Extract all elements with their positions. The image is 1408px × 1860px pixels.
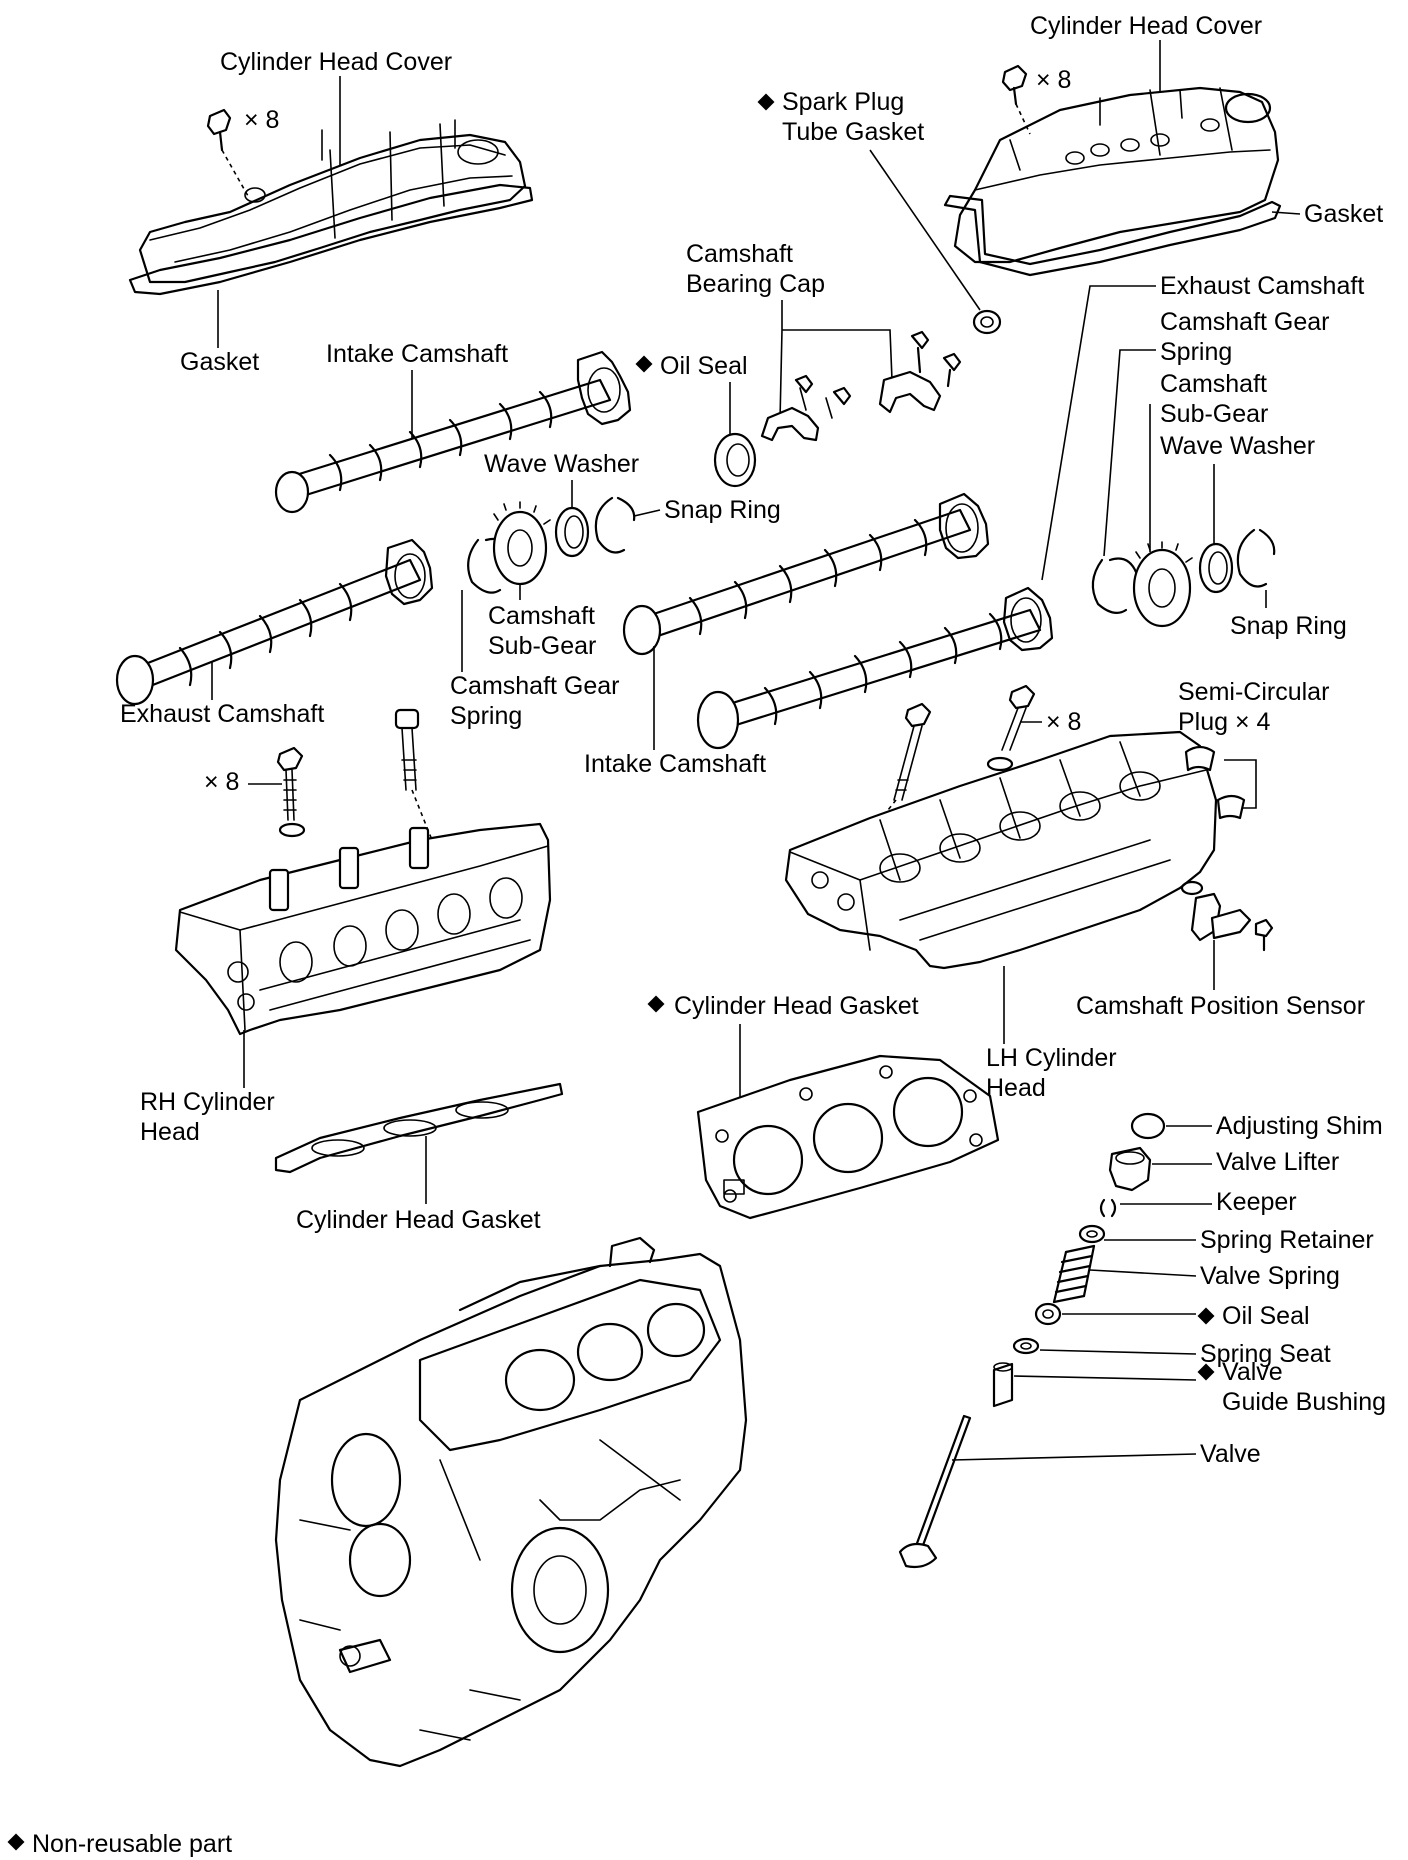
non-reusable-diamond-icon	[7, 1833, 25, 1851]
valve-lifter	[1108, 1146, 1152, 1192]
keeper	[1099, 1198, 1117, 1218]
snap-ring-lh-label: Snap Ring	[1230, 612, 1347, 640]
non-reusable-diamond-icon	[1197, 1363, 1215, 1381]
lh-head-bolt-count: × 8	[1046, 708, 1081, 736]
engine-block	[274, 1236, 748, 1768]
valve-guide-label-line1: Valve	[1222, 1358, 1283, 1386]
adjusting-shim-label: Adjusting Shim	[1216, 1112, 1383, 1140]
camshaft-gear-spring-lh	[1091, 557, 1138, 615]
spark-plug-gasket-label-line2: Tube Gasket	[782, 118, 924, 146]
lh-head-bolt-1	[879, 702, 932, 821]
cam-gear-spring-rh-label-line1: Camshaft Gear	[450, 672, 620, 700]
snap-ring-rh	[594, 496, 636, 554]
rh-cover-bolt	[206, 108, 249, 197]
rh-cover-gasket	[128, 183, 534, 296]
wave-washer-lh	[1198, 542, 1234, 594]
cam-position-sensor-label: Camshaft Position Sensor	[1076, 992, 1365, 1020]
valve-label: Valve	[1200, 1440, 1261, 1468]
valve	[898, 1414, 972, 1569]
cam-gear-spring-lh-label-line1: Camshaft Gear	[1160, 308, 1330, 336]
oil-seal-top-label: Oil Seal	[660, 352, 748, 380]
camshaft-sub-gear-rh	[492, 501, 551, 586]
lh-head-bolt-2	[986, 684, 1036, 772]
intake-camshaft-lh	[696, 586, 1054, 750]
snap-ring-rh-label: Snap Ring	[664, 496, 781, 524]
lh-cover-gasket	[943, 194, 1282, 277]
camshaft-sub-gear-lh	[1132, 541, 1193, 628]
legend-label: Non-reusable part	[32, 1830, 232, 1858]
valve-guide-label-line2: Guide Bushing	[1222, 1388, 1386, 1416]
lh-cylinder-head-gasket	[696, 1054, 1000, 1220]
wave-washer-rh-label: Wave Washer	[484, 450, 639, 478]
snap-ring-lh	[1236, 528, 1276, 588]
spark-plug-gasket-label-line1: Spark Plug	[782, 88, 904, 116]
wave-washer-rh	[554, 506, 590, 558]
lh-head-label-line1: LH Cylinder	[986, 1044, 1117, 1072]
keeper-label: Keeper	[1216, 1188, 1297, 1216]
cam-gear-spring-lh-label-line2: Spring	[1160, 338, 1232, 366]
valve-spring	[1052, 1244, 1096, 1304]
cam-gear-spring-rh-label-line2: Spring	[450, 702, 522, 730]
oil-seal-valve-label: Oil Seal	[1222, 1302, 1310, 1330]
rh-head-bolt-count: × 8	[204, 768, 239, 796]
lh-cylinder-head	[784, 730, 1218, 970]
cam-subgear-lh-label-line2: Sub-Gear	[1160, 400, 1268, 428]
valve-guide-bushing	[992, 1362, 1014, 1408]
adjusting-shim	[1130, 1112, 1166, 1140]
rh-cover-bolt-count: × 8	[244, 106, 279, 134]
non-reusable-diamond-icon	[757, 93, 775, 111]
spring-retainer	[1078, 1224, 1106, 1244]
rh-gasket-label: Gasket	[180, 348, 259, 376]
rh-cylinder-head-cover	[138, 119, 527, 284]
exhaust-cam-lh-label: Exhaust Camshaft	[1160, 272, 1364, 300]
valve-spring-label: Valve Spring	[1200, 1262, 1340, 1290]
spring-seat-label: Spring Seat	[1200, 1340, 1331, 1368]
semi-plug-label-line2: Plug × 4	[1178, 708, 1271, 736]
lh-gasket-label: Gasket	[1304, 200, 1383, 228]
camshaft-bearing-cap-2	[878, 330, 962, 414]
non-reusable-diamond-icon	[635, 355, 653, 373]
spark-plug-tube-gasket	[972, 309, 1002, 335]
wave-washer-lh-label: Wave Washer	[1160, 432, 1315, 460]
rh-head-label-line2: Head	[140, 1118, 200, 1146]
exhaust-camshaft-rh	[115, 538, 434, 706]
lh-head-label-line2: Head	[986, 1074, 1046, 1102]
rh-head-label-line1: RH Cylinder	[140, 1088, 275, 1116]
intake-camshaft-rh	[274, 350, 632, 514]
spring-seat	[1012, 1337, 1040, 1355]
head-gasket-lh-label: Cylinder Head Gasket	[674, 992, 919, 1020]
spring-retainer-label: Spring Retainer	[1200, 1226, 1374, 1254]
cam-subgear-lh-label-line1: Camshaft	[1160, 370, 1267, 398]
exhaust-cam-rh-label: Exhaust Camshaft	[120, 700, 324, 728]
rh-head-bolt-long	[394, 708, 449, 881]
cam-bearing-cap-label-line2: Bearing Cap	[686, 270, 825, 298]
camshaft-position-sensor	[1180, 880, 1274, 952]
oil-seal-top	[713, 432, 757, 488]
intake-cam-rh-label: Intake Camshaft	[326, 340, 508, 368]
rh-head-bolt-short	[276, 746, 306, 838]
lh-cover-bolt	[1001, 64, 1031, 135]
rh-cover-label: Cylinder Head Cover	[220, 48, 452, 76]
valve-lifter-label: Valve Lifter	[1216, 1148, 1339, 1176]
semi-plug-label-line1: Semi-Circular	[1178, 678, 1329, 706]
intake-cam-lh-label: Intake Camshaft	[584, 750, 766, 778]
cam-bearing-cap-label-line1: Camshaft	[686, 240, 793, 268]
rh-cylinder-head	[174, 822, 552, 1036]
camshaft-bearing-cap-1	[760, 374, 852, 442]
lh-cover-bolt-count: × 8	[1036, 66, 1071, 94]
non-reusable-diamond-icon	[1197, 1307, 1215, 1325]
semi-circular-plug-1	[1184, 745, 1216, 772]
lh-cover-label: Cylinder Head Cover	[1030, 12, 1262, 40]
valve-oil-seal	[1034, 1302, 1062, 1326]
rh-cylinder-head-gasket	[274, 1082, 564, 1174]
exhaust-camshaft-lh	[622, 492, 990, 656]
non-reusable-diamond-icon	[647, 995, 665, 1013]
cam-subgear-rh-label-line2: Sub-Gear	[488, 632, 596, 660]
head-gasket-rh-label: Cylinder Head Gasket	[296, 1206, 541, 1234]
semi-circular-plug-2	[1216, 794, 1246, 820]
cam-subgear-rh-label-line1: Camshaft	[488, 602, 595, 630]
lh-cylinder-head-cover	[953, 86, 1280, 264]
